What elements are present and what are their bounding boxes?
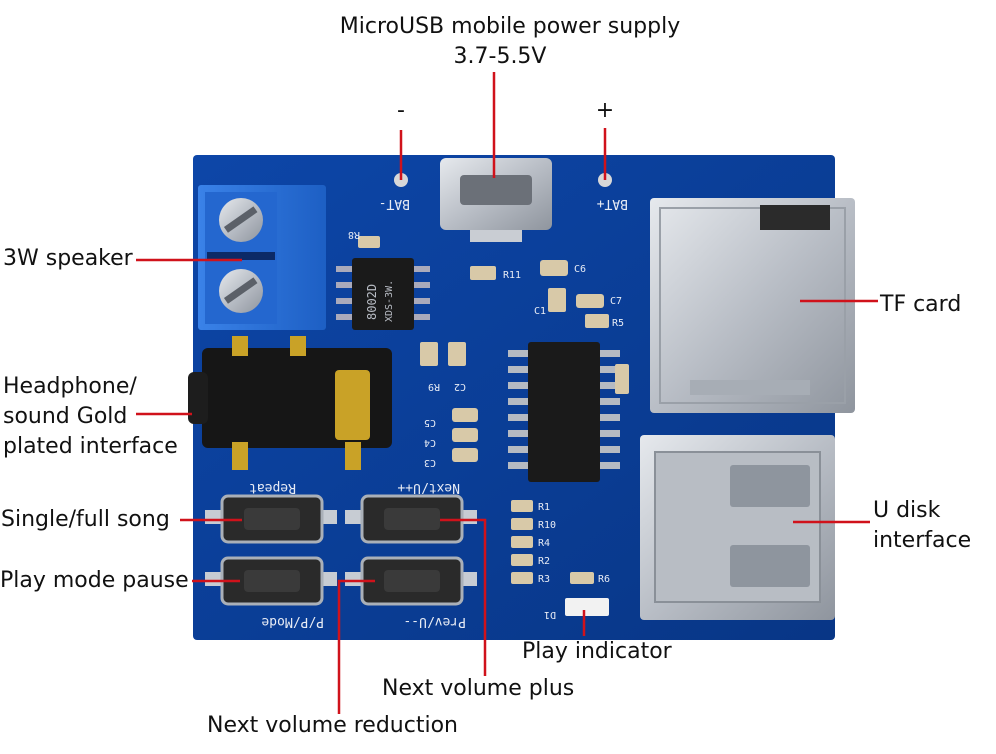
silk-repeat: Repeat [249, 480, 296, 495]
silk-d1: D1 [544, 609, 556, 620]
silk-chip-code-1: 8002D [365, 284, 379, 320]
button-prev [345, 556, 477, 606]
leader-next-plus [440, 518, 487, 676]
silk-r10: R10 [538, 520, 556, 531]
silk-r11: R11 [503, 270, 521, 281]
label-usb-title: MicroUSB mobile power supply [339, 14, 681, 39]
silk-ppmode: P/P/Mode [261, 614, 324, 629]
silk-bat-plus: BAT+ [597, 196, 628, 211]
usb-a-port [640, 435, 835, 620]
label-play-indicator: Play indicator [522, 639, 672, 664]
label-headphone-2: sound Gold [3, 404, 128, 429]
silk-r4: R4 [538, 538, 550, 549]
headphone-jack [188, 336, 392, 470]
silk-r5: R5 [612, 318, 624, 329]
button-repeat [205, 494, 337, 544]
label-plus: + [595, 98, 615, 123]
label-udisk-2: interface [873, 528, 972, 553]
silk-c5: C5 [424, 417, 436, 428]
label-single-full: Single/full song [1, 507, 170, 532]
silk-c1: C1 [534, 306, 546, 317]
label-next-plus: Next volume plus [382, 676, 575, 701]
label-tf-card: TF card [880, 292, 962, 317]
silk-c2: C2 [454, 381, 466, 392]
smd-components [358, 236, 629, 616]
decoder-chip [508, 342, 620, 482]
label-speaker: 3W speaker [3, 246, 133, 271]
tf-card-slot [650, 198, 855, 413]
silk-r9: R9 [428, 381, 440, 392]
silk-r3: R3 [538, 574, 550, 585]
silk-r6: R6 [598, 574, 610, 585]
micro-usb-port [440, 158, 552, 242]
amplifier-chip [336, 258, 430, 330]
silk-c4: C4 [424, 437, 436, 448]
label-udisk-1: U disk [873, 498, 941, 523]
label-usb-voltage: 3.7-5.5V [453, 44, 547, 69]
silk-chip-code-2: XDS-3W. [384, 280, 395, 322]
silk-next-u: Next/U++ [397, 480, 460, 495]
silk-c6: C6 [574, 264, 586, 275]
silk-bat-minus: BAT- [379, 196, 410, 211]
label-headphone-1: Headphone/ [3, 374, 137, 399]
speaker-terminal [198, 185, 326, 330]
silk-prev-u: Prev/U-- [403, 614, 466, 629]
label-play-mode: Play mode pause [0, 568, 189, 593]
silk-r2: R2 [538, 556, 550, 567]
silk-r8: R8 [348, 229, 360, 240]
label-next-reduction: Next volume reduction [207, 713, 458, 738]
label-minus: - [397, 98, 405, 123]
label-headphone-3: plated interface [3, 434, 178, 459]
leader-next-reduction [337, 579, 375, 714]
silk-c3: C3 [424, 457, 436, 468]
button-ppmode [205, 556, 337, 606]
silk-c7: C7 [610, 296, 622, 307]
silk-r1: R1 [538, 502, 550, 513]
